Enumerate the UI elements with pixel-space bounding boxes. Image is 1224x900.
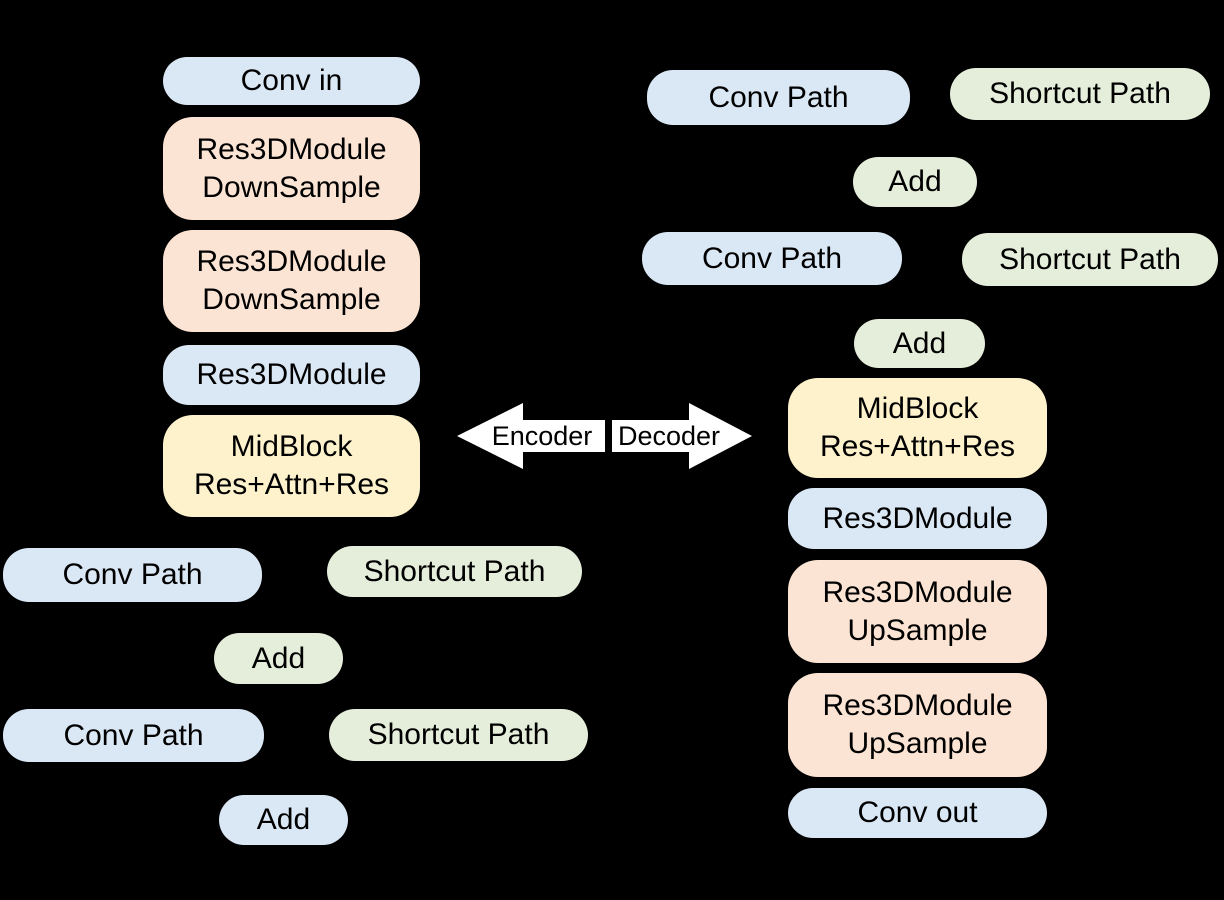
node-label: Conv Path <box>708 80 849 114</box>
node-label: Res3DModule <box>196 132 387 166</box>
node-decoder-res3dmodule: Res3DModule <box>788 488 1047 549</box>
node-label: Shortcut Path <box>363 554 546 588</box>
node-label: Res3DModule <box>822 575 1013 609</box>
node-right-shortcut-path-2: Shortcut Path <box>962 233 1218 286</box>
node-label: UpSample <box>847 613 988 647</box>
node-left-add-1: Add <box>214 633 343 684</box>
node-label: UpSample <box>847 727 988 760</box>
node-label: Shortcut Path <box>989 77 1171 110</box>
encoder-arrow-icon <box>457 403 605 469</box>
node-conv-out: Conv out <box>788 788 1047 838</box>
encoder-arrow-label: Encoder <box>492 421 593 451</box>
node-label: Shortcut Path <box>999 242 1181 276</box>
node-encoder-res3dmodule-downsample-2: Res3DModule DownSample <box>163 230 420 332</box>
encoder-decoder-arrows: Encoder Decoder <box>457 403 752 469</box>
node-right-conv-path-1: Conv Path <box>647 70 910 125</box>
node-label: Conv Path <box>62 558 203 591</box>
node-label: Add <box>256 803 311 836</box>
node-label: Res3DModule <box>196 245 387 278</box>
node-label: DownSample <box>202 170 381 204</box>
node-left-add-2: Add <box>219 795 348 845</box>
node-label: Conv out <box>857 796 978 829</box>
node-encoder-midblock: MidBlock Res+Attn+Res <box>163 415 420 517</box>
node-label: Add <box>888 165 942 198</box>
node-right-conv-path-2: Conv Path <box>642 232 902 285</box>
node-label: Conv in <box>240 64 343 97</box>
node-left-conv-path-2: Conv Path <box>3 709 264 762</box>
node-label: DownSample <box>202 283 381 316</box>
node-right-add-1: Add <box>853 157 977 207</box>
node-label: Conv Path <box>701 241 843 275</box>
node-encoder-res3dmodule-downsample-1: Res3DModule DownSample <box>163 117 420 220</box>
node-decoder-res3dmodule-upsample-2: Res3DModule UpSample <box>788 673 1047 777</box>
node-left-conv-path-1: Conv Path <box>3 548 262 602</box>
decoder-arrow-icon <box>612 403 752 469</box>
node-right-shortcut-path-1: Shortcut Path <box>950 68 1210 120</box>
node-label: Add <box>892 326 947 360</box>
decoder-arrow-label: Decoder <box>618 421 720 451</box>
node-decoder-midblock: MidBlock Res+Attn+Res <box>788 378 1047 478</box>
node-label: MidBlock <box>856 392 979 425</box>
node-label: Res+Attn+Res <box>819 430 1016 463</box>
node-decoder-res3dmodule-upsample-1: Res3DModule UpSample <box>788 560 1047 663</box>
node-label: Res3DModule <box>196 358 387 391</box>
node-label: MidBlock <box>230 430 353 463</box>
node-right-add-2: Add <box>854 319 985 368</box>
node-label: Res3DModule <box>822 689 1013 722</box>
node-encoder-res3dmodule: Res3DModule <box>163 345 420 405</box>
node-label: Res3DModule <box>822 501 1013 535</box>
node-label: Add <box>251 641 306 675</box>
node-left-shortcut-path-1: Shortcut Path <box>327 546 582 597</box>
node-conv-in: Conv in <box>163 57 420 105</box>
node-label: Conv Path <box>63 718 204 752</box>
node-label: Shortcut Path <box>367 718 550 751</box>
node-left-shortcut-path-2: Shortcut Path <box>329 709 588 761</box>
node-label: Res+Attn+Res <box>193 468 390 501</box>
